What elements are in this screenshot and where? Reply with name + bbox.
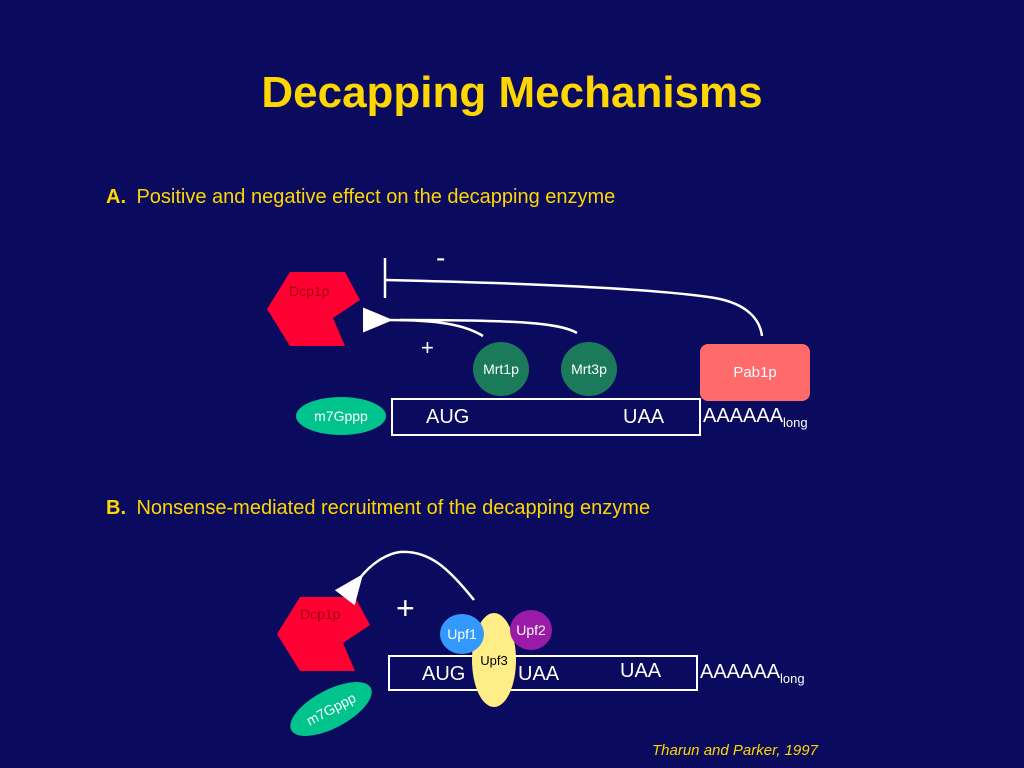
mrt3p-protein: Mrt3p [561,342,617,396]
minus-sign: - [436,242,446,273]
aug-codon-b: AUG [422,663,466,685]
activation-arrow-mrt1p [362,307,484,338]
section-b-letter: B. [106,497,126,519]
recruitment-arrow [334,550,475,606]
mrt1p-protein: Mrt1p [473,342,529,396]
upf1-protein: Upf1 [440,614,484,654]
uaa-codon-a: UAA [623,406,665,428]
plus-sign-b: + [396,590,415,626]
section-b-text: Nonsense-mediated recruitment of the dec… [136,497,651,519]
poly-a-text-b: AAAAAA [700,661,781,683]
inhibition-curve [384,278,764,337]
plus-sign-a: + [421,335,434,360]
dcp1p-label-a: Dcp1p [289,283,330,299]
poly-a-tail-b: AAAAAAlong [700,661,805,686]
section-a-heading: A. Positive and negative effect on the d… [106,186,615,209]
poly-a-tail-a: AAAAAAlong [703,405,808,430]
section-b-heading: B. Nonsense-mediated recruitment of the … [106,497,650,520]
uaa-codon-b: UAA [620,660,662,682]
pab1p-protein: Pab1p [700,344,810,401]
dcp1p-enzyme-b [277,597,370,671]
section-a-text: Positive and negative effect on the deca… [136,186,616,208]
poly-a-sub-a: long [783,415,808,430]
cap-m7gppp-a: m7Gppp [296,397,386,435]
aug-codon-a: AUG [426,406,470,428]
poly-a-sub-b: long [780,671,805,686]
section-a-letter: A. [106,186,126,208]
dcp1p-label-b: Dcp1p [300,606,341,622]
premature-uaa-codon: UAA [518,663,560,685]
slide-title: Decapping Mechanisms [261,68,763,117]
dcp1p-enzyme-a [267,272,360,346]
poly-a-text-a: AAAAAA [703,405,784,427]
citation: Tharun and Parker, 1997 [652,742,818,759]
mrna-box-a [391,398,701,436]
activation-arrow-mrt3p [399,318,578,335]
upf2-protein: Upf2 [510,610,552,650]
mrna-box-b [388,655,698,691]
